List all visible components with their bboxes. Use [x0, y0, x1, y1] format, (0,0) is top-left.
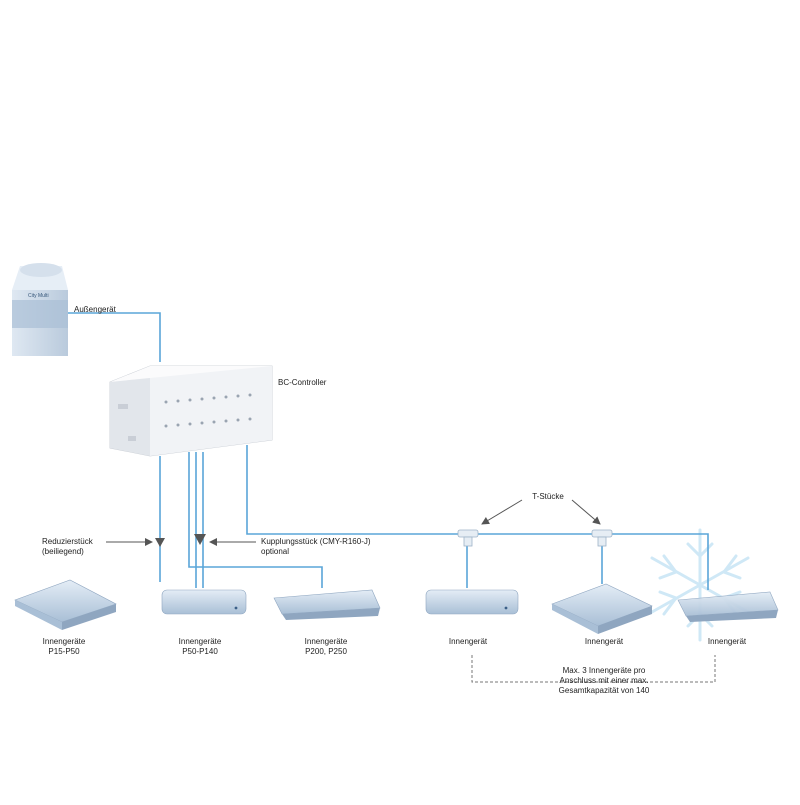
indoor-unit-2-wall	[161, 589, 247, 615]
pipe-outdoor-bc	[68, 312, 161, 362]
indoor-unit-1-cassette	[14, 579, 117, 630]
svg-text:City Multi: City Multi	[28, 293, 49, 299]
bc-controller-label: BC-Controller	[278, 378, 327, 387]
pipe-t-branch	[246, 445, 709, 590]
reducer-label: Reduzierstück(beiliegend)	[42, 537, 93, 556]
coupling-marker	[194, 534, 206, 545]
indoor-unit-4-wall	[425, 589, 519, 615]
bc-controller	[109, 365, 273, 457]
indoor-unit-6-label: Innengerät	[707, 637, 747, 646]
snowflake-icon	[650, 528, 750, 642]
coupling-label: Kupplungsstück (CMY-R160-J)optional	[261, 537, 371, 556]
t-piece-2	[591, 529, 613, 547]
indoor-unit-6-ceiling	[677, 591, 779, 622]
t-piece-1	[457, 529, 479, 547]
outdoor-unit: City Multi	[12, 263, 68, 356]
indoor-unit-3-ceiling	[273, 589, 381, 620]
t-pieces-label: T-Stücke	[532, 492, 564, 501]
outdoor-unit-label: Außengerät	[74, 305, 116, 314]
indoor-unit-5-cassette	[551, 583, 653, 634]
annotation-arrows	[106, 499, 601, 546]
indoor-unit-5-label: Innengerät	[584, 637, 624, 646]
pipe-indoor-3	[188, 452, 323, 588]
reducer-marker	[155, 538, 165, 547]
indoor-unit-4-label: Innengerät	[448, 637, 488, 646]
